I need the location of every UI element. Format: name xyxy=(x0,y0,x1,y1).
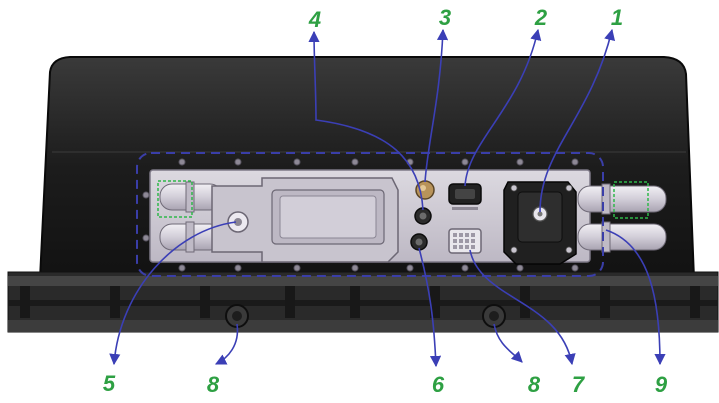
callout-8-left: 8 xyxy=(206,372,220,397)
cover-plate xyxy=(211,177,399,263)
leader-9 xyxy=(605,229,666,366)
connector-multipin xyxy=(448,228,482,254)
leader-1 xyxy=(539,28,616,213)
leader-3 xyxy=(424,28,449,183)
leader-5 xyxy=(109,221,237,366)
callout-6: 6 xyxy=(431,372,445,397)
callout-3: 3 xyxy=(438,5,452,30)
highlight-box-left xyxy=(157,180,193,218)
power-connector xyxy=(503,181,577,265)
callout-5: 5 xyxy=(102,371,116,396)
right-pipes xyxy=(577,183,667,253)
callout-2: 2 xyxy=(534,5,548,30)
base-rail xyxy=(7,271,719,333)
callout-1: 1 xyxy=(610,5,624,30)
callout-4: 4 xyxy=(308,7,322,32)
connector-small-upper xyxy=(414,207,432,225)
callout-9: 9 xyxy=(654,372,668,397)
connector-small-lower xyxy=(410,233,428,251)
callout-8-right: 8 xyxy=(527,372,541,397)
leader-7 xyxy=(469,249,576,366)
leader-6 xyxy=(418,247,442,368)
leader-lines xyxy=(109,28,666,368)
dashed-outline xyxy=(136,152,604,277)
highlight-box-right xyxy=(613,181,649,219)
leader-2 xyxy=(464,28,542,187)
leader-4 xyxy=(308,30,424,211)
callout-7: 7 xyxy=(571,372,585,397)
leader-8b xyxy=(493,323,523,363)
leader-8a xyxy=(214,323,239,365)
